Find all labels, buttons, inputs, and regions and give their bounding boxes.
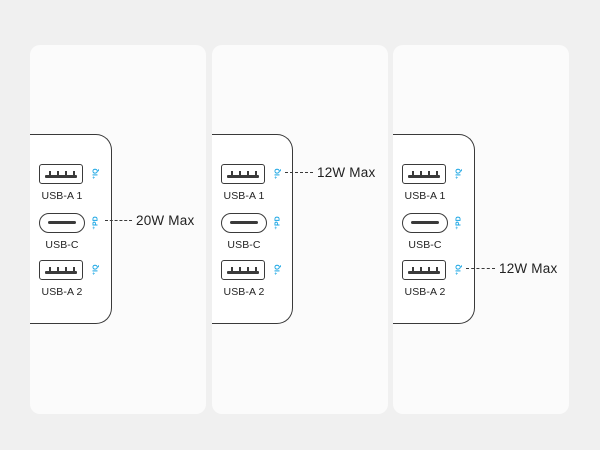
usb-c-icon xyxy=(221,213,267,233)
usb-c-port: USB-C xyxy=(221,213,267,251)
iq-badge: ⁺IQ xyxy=(275,168,282,180)
pd-badge: ⁺PD xyxy=(456,216,464,230)
charger-panel-1: USB-A 1 ⁺IQ USB-C ⁺PD USB-A 2 ⁺IQ 20W Ma… xyxy=(30,45,206,414)
usb-a-1-port: USB-A 1 xyxy=(39,164,85,202)
usb-a-icon xyxy=(221,260,265,280)
iq-badge: ⁺IQ xyxy=(275,264,282,276)
usb-a-icon xyxy=(402,260,446,280)
dashed-leader-line xyxy=(285,172,313,173)
power-callout-text: 20W Max xyxy=(136,213,195,228)
usb-a-icon xyxy=(402,164,446,184)
usb-c-icon xyxy=(39,213,85,233)
iq-badge: ⁺IQ xyxy=(456,168,463,180)
usb-c-icon xyxy=(402,213,448,233)
charger-panel-3: USB-A 1 ⁺IQ USB-C ⁺PD USB-A 2 ⁺IQ 12W Ma… xyxy=(393,45,569,414)
port-label: USB-A 1 xyxy=(404,190,446,202)
port-label: USB-C xyxy=(227,239,261,251)
pd-badge: ⁺PD xyxy=(93,216,101,230)
usb-a-2-port: USB-A 2 xyxy=(402,260,448,298)
pd-badge: ⁺PD xyxy=(275,216,283,230)
power-callout: 12W Max xyxy=(285,165,375,180)
charger-body: USB-A 1 ⁺IQ USB-C ⁺PD USB-A 2 ⁺IQ xyxy=(30,134,112,324)
usb-a-2-port: USB-A 2 xyxy=(221,260,267,298)
power-callout: 20W Max xyxy=(105,213,194,228)
usb-c-port: USB-C xyxy=(39,213,85,251)
usb-a-2-port: USB-A 2 xyxy=(39,260,85,298)
dashed-leader-line xyxy=(105,220,132,221)
iq-badge: ⁺IQ xyxy=(93,168,100,180)
power-callout-text: 12W Max xyxy=(499,261,558,276)
usb-a-1-port: USB-A 1 xyxy=(221,164,267,202)
port-label: USB-A 2 xyxy=(404,286,446,298)
power-callout-text: 12W Max xyxy=(317,165,376,180)
iq-badge: ⁺IQ xyxy=(93,264,100,276)
usb-a-icon xyxy=(39,260,83,280)
port-label: USB-A 1 xyxy=(41,190,83,202)
port-label: USB-A 2 xyxy=(41,286,83,298)
charger-body: USB-A 1 ⁺IQ USB-C ⁺PD USB-A 2 ⁺IQ xyxy=(212,134,293,324)
usb-c-port: USB-C xyxy=(402,213,448,251)
charger-panel-2: USB-A 1 ⁺IQ USB-C ⁺PD USB-A 2 ⁺IQ 12W Ma… xyxy=(212,45,388,414)
dashed-leader-line xyxy=(466,268,495,269)
port-label: USB-C xyxy=(408,239,442,251)
charger-body: USB-A 1 ⁺IQ USB-C ⁺PD USB-A 2 ⁺IQ xyxy=(393,134,475,324)
port-label: USB-A 1 xyxy=(223,190,265,202)
usb-a-1-port: USB-A 1 xyxy=(402,164,448,202)
power-callout: 12W Max xyxy=(466,261,557,276)
usb-a-icon xyxy=(221,164,265,184)
port-label: USB-C xyxy=(45,239,79,251)
port-label: USB-A 2 xyxy=(223,286,265,298)
iq-badge: ⁺IQ xyxy=(456,264,463,276)
usb-a-icon xyxy=(39,164,83,184)
